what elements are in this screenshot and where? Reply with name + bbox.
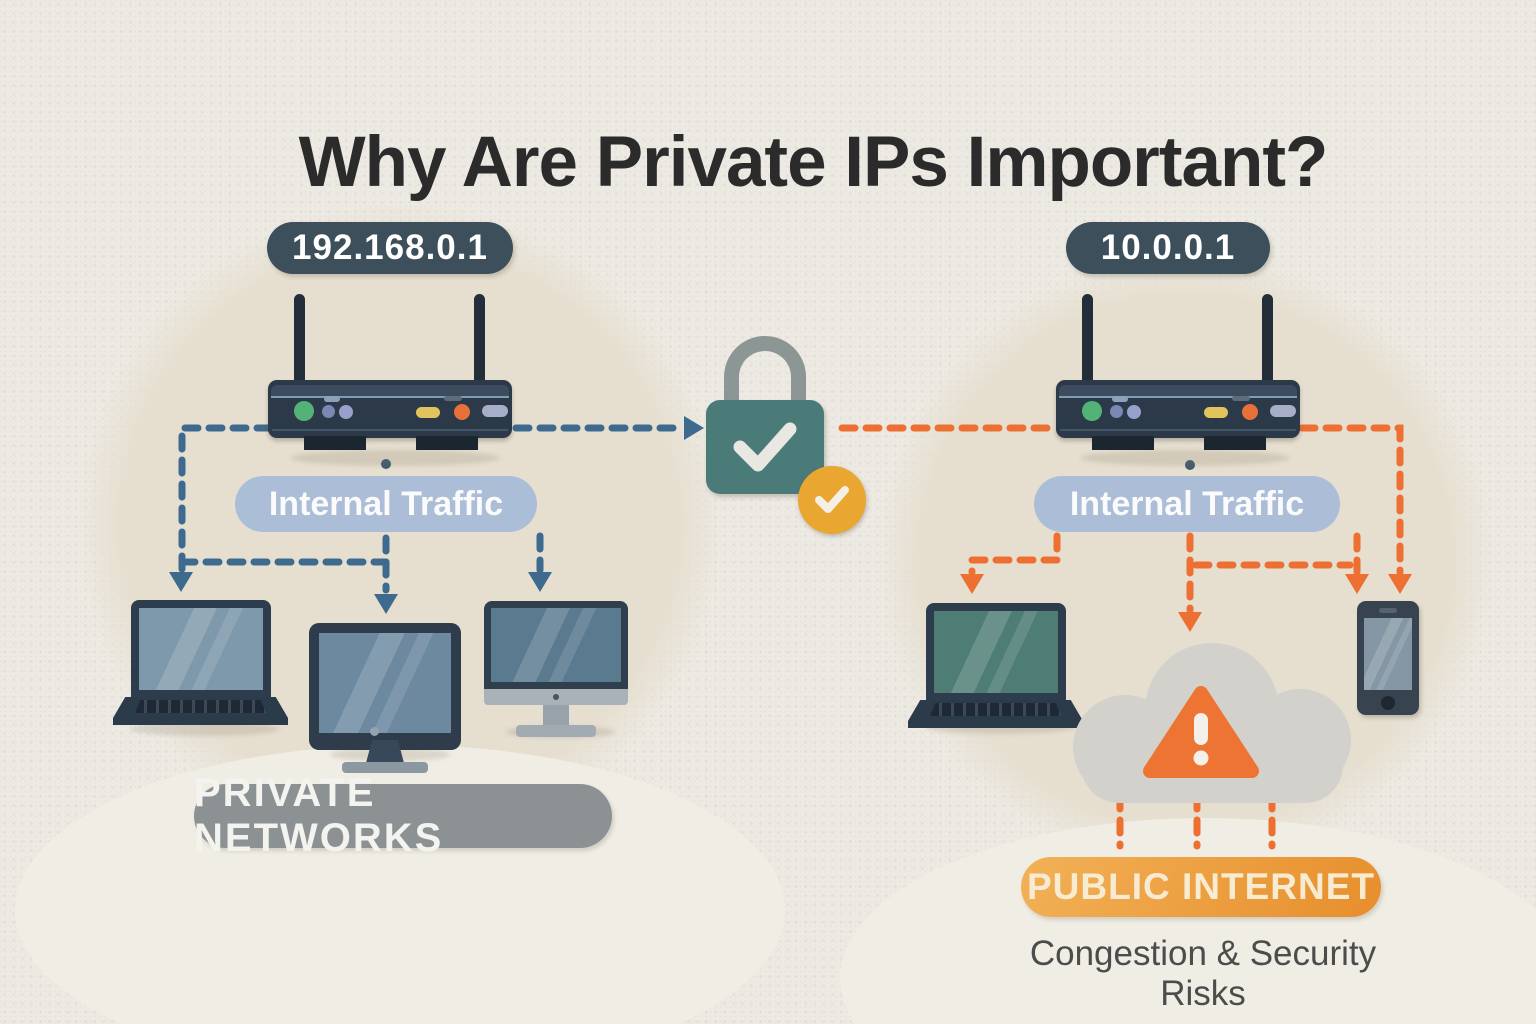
arrow-down-desktop [374,594,398,614]
router-stripe [1059,385,1297,398]
arrow-down-phone-2 [1388,574,1412,594]
screen-glare [319,633,451,733]
router-antenna [1262,294,1273,389]
laptop-screen [131,600,271,698]
status-led [322,405,335,418]
arrow-down-phone-1 [1345,574,1369,594]
laptop-keyboard [930,703,1061,716]
imac-monitor-icon [484,601,628,737]
router-antenna [474,294,485,389]
exclamation-bar [1194,713,1208,745]
check-circle-icon [798,466,866,534]
router-shadow [1080,450,1290,466]
check-icon [815,486,849,513]
monitor-stand [543,705,569,727]
status-led [416,407,440,418]
warning-triangle-icon [1143,686,1259,778]
status-led [444,396,462,401]
arrow-down-cloud [1178,612,1202,632]
status-led [1110,405,1123,418]
status-led [454,404,470,420]
laptop-screen [926,603,1066,701]
desktop-monitor-icon [309,623,461,773]
check-icon [733,422,797,472]
monitor-screen [309,623,461,750]
screen-glare [491,608,621,682]
monitor-base [342,762,428,773]
internal-traffic-label-left: Internal Traffic [235,476,537,532]
public-internet-badge: PUBLIC INTERNET [1021,857,1381,917]
monitor-dot [553,694,559,700]
laptop-icon-left [113,600,288,730]
left-ip-badge: 192.168.0.1 [267,222,513,274]
arrow-down-laptop-right [960,574,984,594]
device-shadow [130,722,280,736]
padlock-check-icon [704,336,826,496]
status-led [1082,401,1102,421]
smartphone-icon [1357,601,1419,715]
router-antenna [1082,294,1093,389]
status-led [482,405,508,417]
monitor-stand [366,740,404,763]
router-foot [304,436,366,450]
status-led [324,396,340,402]
phone-screen [1364,618,1412,690]
router-icon-left [268,294,512,452]
laptop-keyboard [135,700,266,713]
router-link-dot-right [1185,460,1195,470]
monitor-base [516,725,596,737]
cloud-icon [1073,643,1351,805]
router-stripe [271,385,509,398]
status-led [1127,405,1141,419]
arrow-down-laptop-left [169,572,193,592]
internal-path-router-to-laptop [178,424,274,574]
router-shadow [290,450,500,466]
screen-glare [1364,618,1412,690]
page-title: Why Are Private IPs Important? [298,122,1329,202]
public-path-router-to-phone-outer [1298,424,1404,576]
screen-glare [139,608,263,690]
internal-traffic-label-right: Internal Traffic [1034,476,1340,532]
status-led [1112,396,1128,402]
status-led [1270,405,1296,417]
router-foot [416,436,478,450]
status-led [1232,396,1250,401]
arrow-down-imac [528,572,552,592]
status-led [1242,404,1258,420]
status-led [339,405,353,419]
router-foot [1092,436,1154,450]
exclamation-dot [1193,750,1209,766]
screen-glare [934,611,1058,693]
status-led [294,401,314,421]
congestion-caption: Congestion & Security Risks [1029,934,1377,1013]
phone-speaker [1379,608,1397,613]
laptop-icon-right [908,603,1083,733]
router-icon-right [1056,294,1300,452]
router-antenna [294,294,305,389]
monitor-dot [370,727,379,736]
monitor-screen [484,601,628,689]
private-networks-badge: PRIVATE NETWORKS [194,771,612,860]
router-foot [1204,436,1266,450]
public-path-to-laptop-right [968,532,1061,576]
router-link-dot-left [381,459,391,469]
right-ip-badge: 10.0.0.1 [1066,222,1270,274]
status-led [1204,407,1228,418]
arrow-right-lock [684,416,704,440]
phone-home-button [1381,696,1395,710]
